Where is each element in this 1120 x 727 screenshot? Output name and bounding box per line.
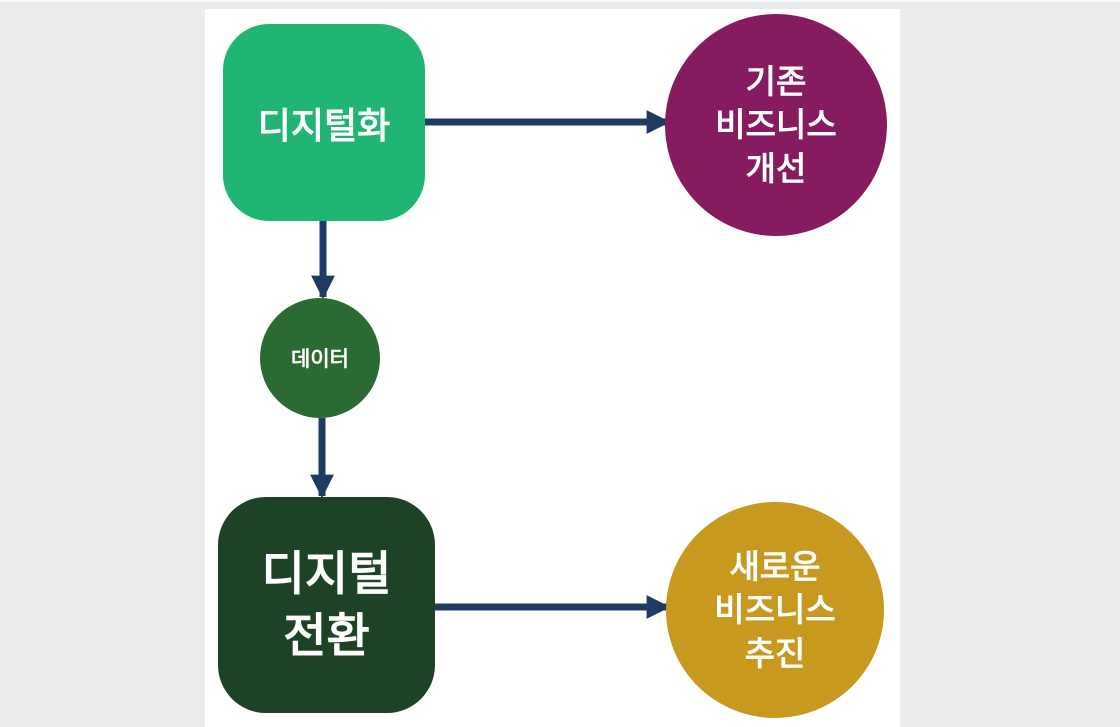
node-new-business-promotion-label: 새로운 비즈니스 추진	[714, 547, 836, 672]
node-digital-transformation: 디지털 전환	[218, 497, 435, 713]
node-existing-business-improvement: 기존 비즈니스 개선	[665, 14, 887, 236]
top-strip	[0, 0, 1120, 9]
node-digital-transformation-label: 디지털 전환	[261, 546, 392, 662]
node-digitization-label: 디지털화	[257, 104, 391, 146]
node-data: 데이터	[260, 298, 380, 418]
node-digitization: 디지털화	[223, 24, 425, 221]
node-data-label: 데이터	[291, 348, 349, 371]
node-new-business-promotion: 새로운 비즈니스 추진	[666, 502, 884, 718]
node-existing-business-improvement-label: 기존 비즈니스 개선	[715, 62, 837, 187]
